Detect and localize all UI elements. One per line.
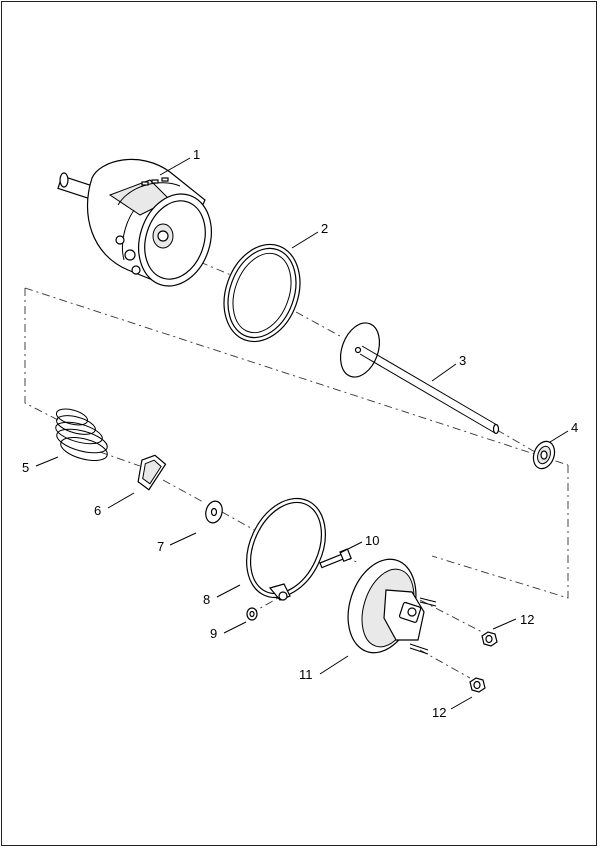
part-1-brake-chamber (57, 158, 212, 287)
callout-9: 9 (210, 626, 217, 641)
callout-labels: 1 2 3 4 5 6 7 8 9 10 11 12 12 (22, 147, 578, 720)
assembly-guide-lines (24, 261, 569, 679)
callout-12-lower: 12 (432, 705, 446, 720)
callout-8: 8 (203, 592, 210, 607)
part-9-small-nut (246, 607, 258, 621)
part-6-gasket (137, 454, 167, 491)
part-7-washer (205, 500, 223, 524)
callout-12-upper: 12 (520, 612, 534, 627)
callout-5: 5 (22, 460, 29, 475)
part-11-chamber-housing (347, 558, 437, 655)
callout-2: 2 (321, 221, 328, 236)
callout-6: 6 (94, 503, 101, 518)
part-2-clamp-ring (223, 243, 301, 343)
part-5-spring (55, 408, 108, 461)
part-12-nut-upper (481, 631, 498, 647)
part-3-pushrod-plate (339, 322, 500, 435)
callout-4: 4 (571, 420, 578, 435)
part-8-band-clamp (246, 497, 326, 601)
callout-1: 1 (193, 147, 200, 162)
part-10-bolt (319, 548, 352, 569)
part-12-nut-lower (469, 677, 486, 693)
callout-11: 11 (299, 667, 313, 682)
callout-7: 7 (157, 539, 164, 554)
leader-lines (35, 157, 569, 710)
part-4-nut (532, 440, 556, 470)
callout-10: 10 (365, 533, 379, 548)
callout-3: 3 (459, 353, 466, 368)
